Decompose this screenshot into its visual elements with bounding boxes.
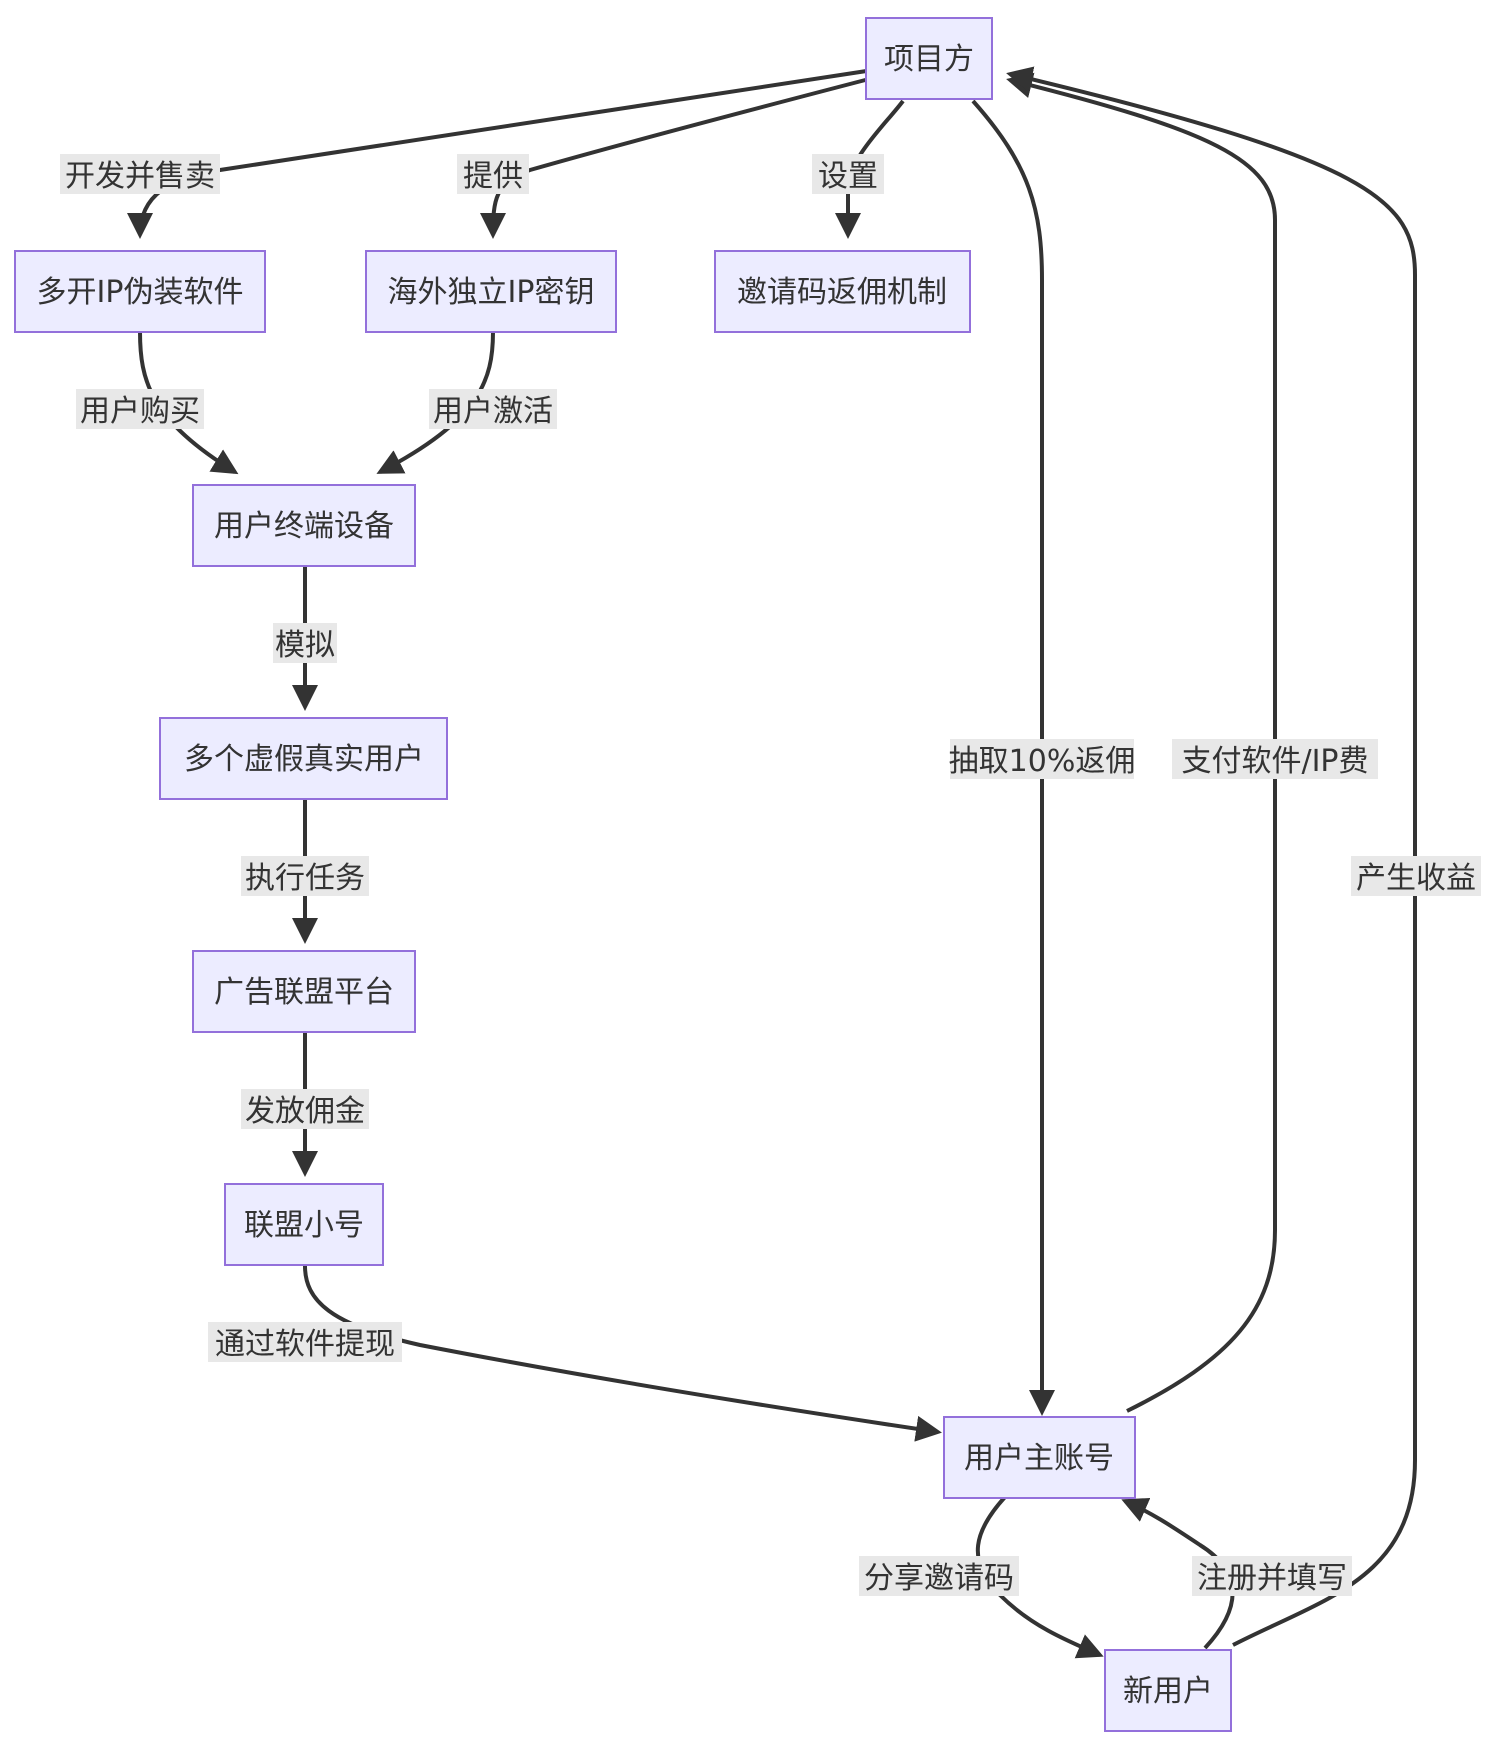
node-main[interactable]: 用户主账号 (943, 1416, 1136, 1499)
edge-project-ipkey (480, 76, 874, 239)
node-adplatform[interactable]: 广告联盟平台 (192, 950, 416, 1033)
svg-text:用户主账号: 用户主账号 (964, 1441, 1114, 1476)
svg-text:广告联盟平台: 广告联盟平台 (214, 975, 394, 1010)
node-fakeusers[interactable]: 多个虚假真实用户 (159, 717, 448, 800)
edge-label-project-ipkey: 提供 (457, 154, 529, 194)
edge-label-newuser-project: 产生收益 (1351, 856, 1481, 896)
edge-label-device-fakeusers: 模拟 (273, 623, 337, 663)
edge-label-project-invite: 设置 (812, 154, 884, 194)
svg-text:新用户: 新用户 (1123, 1674, 1213, 1709)
edge-label-adplatform-alt: 发放佣金 (241, 1089, 369, 1129)
edge-label-ipkey-device: 用户激活 (429, 389, 557, 429)
svg-text:联盟小号: 联盟小号 (244, 1208, 364, 1243)
svg-text:产生收益: 产生收益 (1356, 861, 1476, 896)
node-invite[interactable]: 邀请码返佣机制 (714, 250, 971, 333)
edge-label-newuser-main: 注册并填写 (1192, 1556, 1352, 1596)
node-project[interactable]: 项目方 (865, 17, 993, 100)
node-newuser[interactable]: 新用户 (1104, 1649, 1232, 1732)
edge-label-project-main: 抽取10%返佣 (949, 739, 1136, 779)
edge-label-fakeusers-adplatform: 执行任务 (241, 856, 369, 896)
edge-label-main-project: 支付软件/IP费 (1172, 739, 1378, 779)
edge-label-project-software: 开发并售卖 (60, 154, 220, 194)
svg-text:用户购买: 用户购买 (80, 394, 200, 429)
edge-newuser-project (1006, 66, 1417, 1647)
svg-text:发放佣金: 发放佣金 (245, 1094, 365, 1129)
edge-project-main (971, 99, 1055, 1416)
edge-main-project (1006, 72, 1277, 1413)
node-ipkey[interactable]: 海外独立IP密钥 (365, 250, 617, 333)
svg-text:海外独立IP密钥: 海外独立IP密钥 (388, 275, 595, 310)
svg-text:分享邀请码: 分享邀请码 (864, 1561, 1014, 1596)
svg-text:通过软件提现: 通过软件提现 (215, 1327, 395, 1362)
edge-label-alt-main: 通过软件提现 (208, 1322, 402, 1362)
svg-text:支付软件/IP费: 支付软件/IP费 (1181, 744, 1368, 779)
svg-text:多开IP伪装软件: 多开IP伪装软件 (37, 275, 244, 310)
edge-label-main-newuser: 分享邀请码 (859, 1556, 1019, 1596)
node-software[interactable]: 多开IP伪装软件 (14, 250, 266, 333)
svg-text:抽取10%返佣: 抽取10%返佣 (949, 744, 1136, 779)
nodes: 项目方 多开IP伪装软件 海外独立IP密钥 邀请码返佣机制 用户终端设备 多个虚… (14, 17, 1232, 1732)
edge-project-software (127, 68, 874, 239)
node-device[interactable]: 用户终端设备 (192, 484, 416, 567)
svg-text:用户激活: 用户激活 (433, 394, 553, 429)
svg-text:模拟: 模拟 (275, 628, 335, 663)
edge-alt-main (303, 1265, 942, 1442)
svg-text:设置: 设置 (818, 159, 878, 194)
svg-text:执行任务: 执行任务 (245, 861, 365, 896)
svg-text:邀请码返佣机制: 邀请码返佣机制 (737, 275, 947, 310)
edge-label-software-device: 用户购买 (76, 389, 204, 429)
svg-text:开发并售卖: 开发并售卖 (65, 159, 215, 194)
svg-text:注册并填写: 注册并填写 (1197, 1561, 1347, 1596)
svg-text:用户终端设备: 用户终端设备 (214, 509, 394, 544)
edge-labels: 开发并售卖 提供 设置 用户购买 用户激活 模拟 执行任务 发放佣金 (60, 154, 1481, 1596)
svg-text:提供: 提供 (463, 159, 523, 194)
node-alt[interactable]: 联盟小号 (224, 1183, 384, 1266)
edge-newuser-main (1121, 1497, 1235, 1650)
svg-text:多个虚假真实用户: 多个虚假真实用户 (184, 742, 424, 777)
svg-text:项目方: 项目方 (884, 42, 974, 77)
